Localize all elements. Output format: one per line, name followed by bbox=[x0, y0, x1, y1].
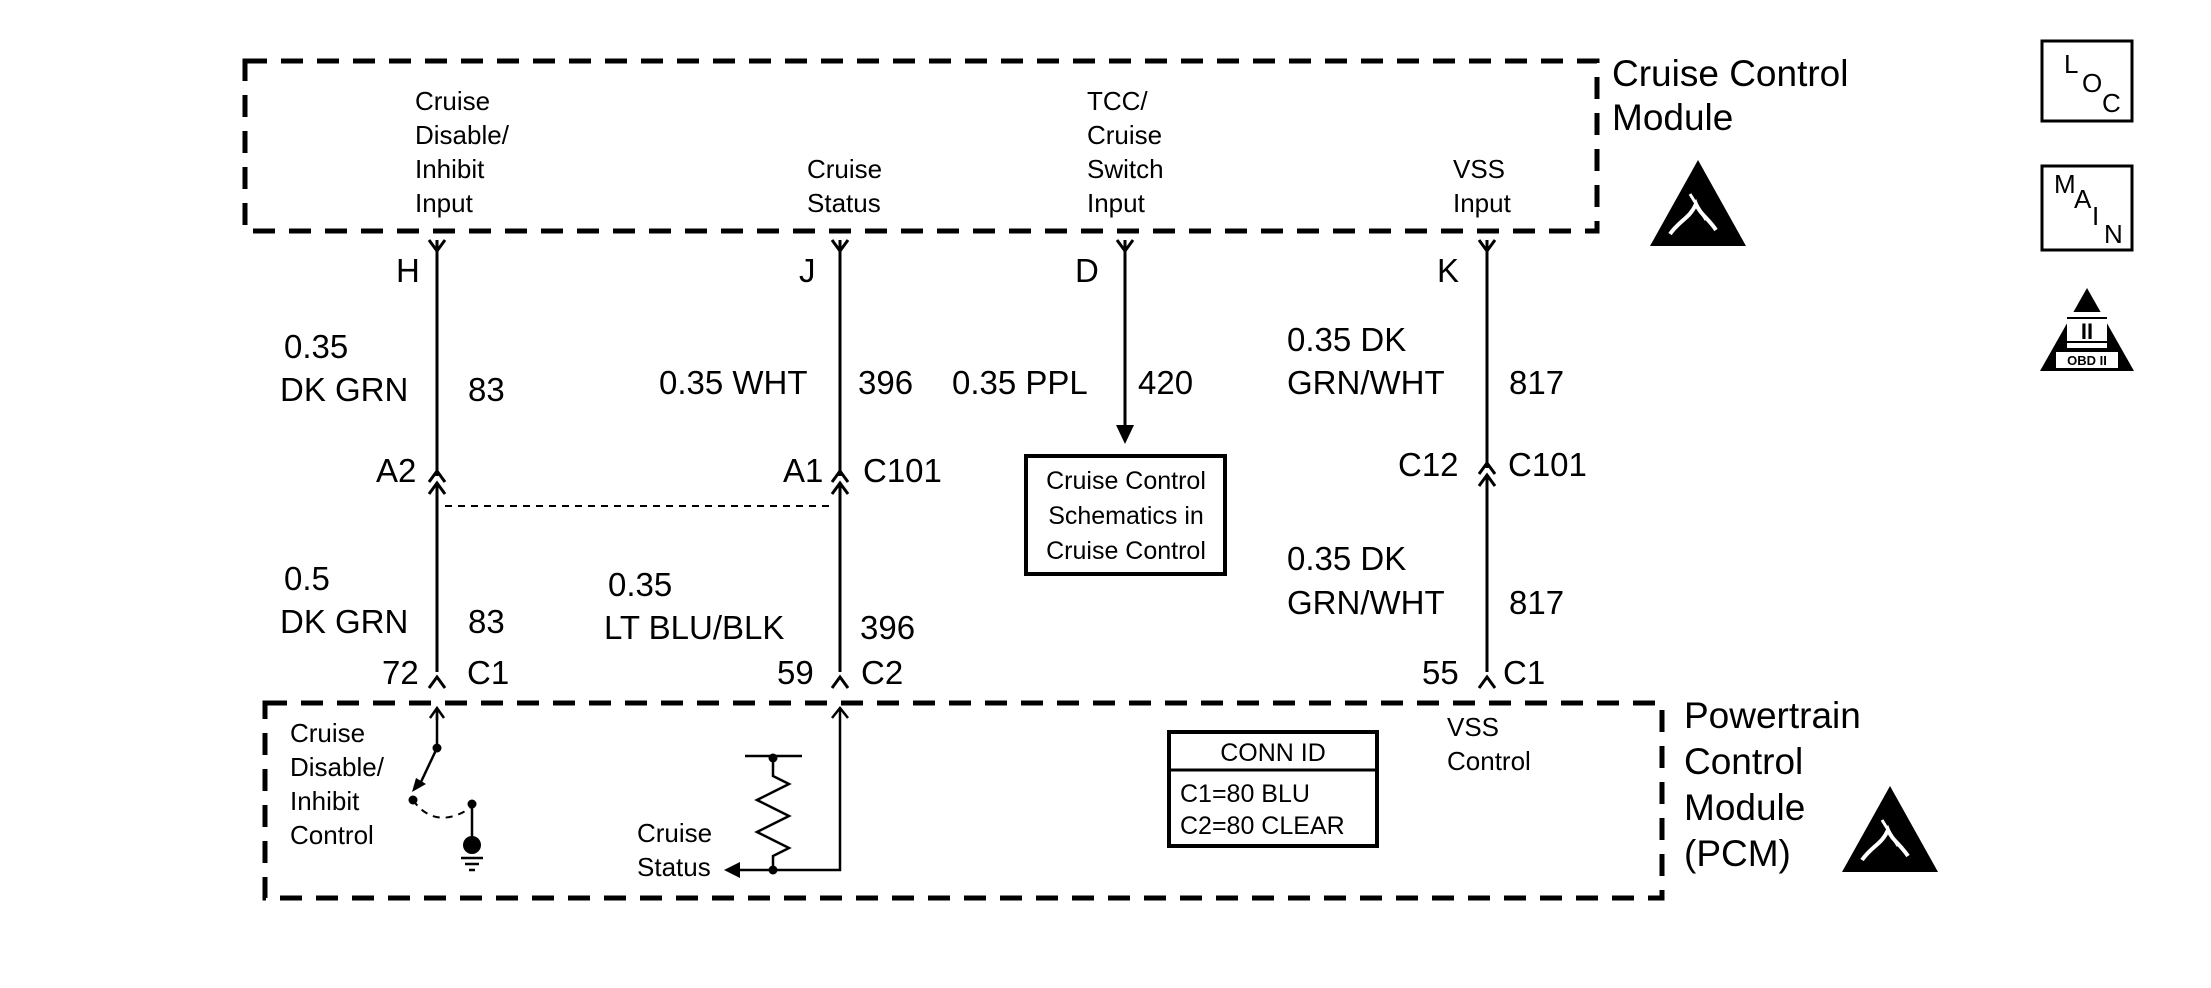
tcc-wire: 0.35 PPL bbox=[952, 364, 1088, 401]
svg-text:Cruise: Cruise bbox=[1087, 120, 1162, 150]
disable-switch bbox=[408, 705, 477, 838]
circuit-396-status bbox=[830, 239, 850, 689]
svg-text:VSS: VSS bbox=[1453, 154, 1505, 184]
conn-id-header: CONN ID bbox=[1220, 739, 1326, 767]
vss-pcm-connector: C1 bbox=[1503, 654, 1545, 691]
disable-pcm-connector: C1 bbox=[467, 654, 509, 691]
conn-id-table: CONN ID C1=80 BLU C2=80 CLEAR bbox=[1167, 730, 1379, 848]
svg-text:Inhibit: Inhibit bbox=[415, 154, 485, 184]
pcm-box bbox=[262, 700, 1665, 901]
reference-line3: Cruise Control bbox=[1046, 537, 1206, 565]
tcc-input-label: TCC/ Cruise Switch Input bbox=[1087, 86, 1164, 218]
status-inline-pin: A1 bbox=[783, 452, 823, 489]
svg-text:L: L bbox=[2064, 49, 2078, 79]
disable-inline-pin: A2 bbox=[376, 452, 416, 489]
loc-icon[interactable]: L O C bbox=[2040, 39, 2134, 123]
svg-text:M: M bbox=[2054, 169, 2076, 199]
svg-text:Powertrain: Powertrain bbox=[1684, 695, 1861, 736]
reference-line2: Schematics in bbox=[1048, 502, 1204, 530]
cruise-module-title-line2: Module bbox=[1612, 97, 1733, 138]
svg-text:O: O bbox=[2082, 68, 2102, 98]
svg-text:Input: Input bbox=[1453, 188, 1512, 218]
status-circuit: 396 bbox=[858, 364, 913, 401]
svg-text:II: II bbox=[2081, 319, 2093, 344]
ground-icon bbox=[461, 836, 483, 872]
disable-pcm-pin: 72 bbox=[382, 654, 419, 691]
vss-lower-color: GRN/WHT bbox=[1287, 584, 1445, 621]
svg-text:TCC/: TCC/ bbox=[1087, 86, 1148, 116]
cruise-control-module-box bbox=[242, 58, 1600, 234]
vss-circuit: 817 bbox=[1509, 364, 1564, 401]
svg-text:Disable/: Disable/ bbox=[415, 120, 510, 150]
status-pcm-connector: C2 bbox=[861, 654, 903, 691]
svg-text:Cruise: Cruise bbox=[807, 154, 882, 184]
status-pullup-resistor bbox=[724, 705, 849, 878]
status-lower-circuit: 396 bbox=[860, 609, 915, 646]
vss-input-label: VSS Input bbox=[1453, 154, 1512, 218]
disable-lower-color: DK GRN bbox=[280, 603, 408, 640]
circuit-420-tcc bbox=[1115, 239, 1135, 444]
status-lower-size: 0.35 bbox=[608, 566, 672, 603]
svg-text:C: C bbox=[2102, 88, 2121, 118]
disable-lower-circuit: 83 bbox=[468, 603, 505, 640]
tcc-pin-top: D bbox=[1075, 252, 1099, 289]
svg-text:Switch: Switch bbox=[1087, 154, 1164, 184]
status-pin-top: J bbox=[799, 252, 816, 289]
pcm-title: Powertrain Control Module (PCM) bbox=[1684, 695, 1861, 874]
svg-text:Status: Status bbox=[807, 188, 881, 218]
vss-inline-connector: C101 bbox=[1508, 446, 1587, 483]
cruise-module-title-line1: Cruise Control bbox=[1612, 53, 1848, 94]
svg-text:OBD II: OBD II bbox=[2067, 353, 2107, 368]
vss-upper-size: 0.35 DK bbox=[1287, 321, 1406, 358]
svg-text:(PCM): (PCM) bbox=[1684, 833, 1791, 874]
tcc-circuit: 420 bbox=[1138, 364, 1193, 401]
status-input-label: Cruise Status bbox=[807, 154, 882, 218]
disable-upper-size: 0.35 bbox=[284, 328, 348, 365]
vss-upper-color: GRN/WHT bbox=[1287, 364, 1445, 401]
circuit-83-disable bbox=[427, 239, 447, 689]
conn-id-row-c2: C2=80 CLEAR bbox=[1180, 812, 1345, 840]
reference-line1: Cruise Control bbox=[1046, 467, 1206, 495]
esd-sensitive-icon bbox=[1650, 160, 1746, 246]
svg-text:Control: Control bbox=[1684, 741, 1803, 782]
status-pcm-pin: 59 bbox=[777, 654, 814, 691]
status-inline-connector: C101 bbox=[863, 452, 942, 489]
obd-ii-icon[interactable]: II OBD II bbox=[2040, 288, 2134, 371]
vss-inline-pin: C12 bbox=[1398, 446, 1459, 483]
svg-text:Disable/: Disable/ bbox=[290, 752, 385, 782]
disable-pin-top: H bbox=[396, 252, 420, 289]
vss-pcm-pin: 55 bbox=[1422, 654, 1459, 691]
disable-input-label: Cruise Disable/ Inhibit Input bbox=[415, 86, 510, 218]
svg-text:Module: Module bbox=[1684, 787, 1805, 828]
disable-control-label: Cruise Disable/ Inhibit Control bbox=[290, 718, 385, 850]
disable-circuit: 83 bbox=[468, 371, 505, 408]
main-icon[interactable]: M A I N bbox=[2040, 164, 2134, 252]
svg-text:N: N bbox=[2104, 219, 2123, 249]
svg-text:I: I bbox=[2092, 201, 2099, 231]
circuit-817-vss bbox=[1477, 239, 1497, 689]
disable-upper-color: DK GRN bbox=[280, 371, 408, 408]
vss-control-label-line1: VSS bbox=[1447, 712, 1499, 742]
conn-id-row-c1: C1=80 BLU bbox=[1180, 780, 1310, 808]
status-upper-wire: 0.35 WHT bbox=[659, 364, 808, 401]
svg-text:Cruise: Cruise bbox=[415, 86, 490, 116]
svg-text:Input: Input bbox=[1087, 188, 1146, 218]
svg-text:Control: Control bbox=[290, 820, 374, 850]
svg-text:Input: Input bbox=[415, 188, 474, 218]
svg-text:A: A bbox=[2074, 184, 2092, 214]
svg-text:Inhibit: Inhibit bbox=[290, 786, 360, 816]
esd-sensitive-icon bbox=[1842, 786, 1938, 872]
cruise-status-label-line2: Status bbox=[637, 852, 711, 882]
vss-control-label-line2: Control bbox=[1447, 746, 1531, 776]
status-lower-color: LT BLU/BLK bbox=[604, 609, 784, 646]
vss-lower-circuit: 817 bbox=[1509, 584, 1564, 621]
vss-pin-top: K bbox=[1437, 252, 1459, 289]
cruise-status-label-line1: Cruise bbox=[637, 818, 712, 848]
disable-lower-size: 0.5 bbox=[284, 560, 330, 597]
vss-lower-size: 0.35 DK bbox=[1287, 540, 1406, 577]
cruise-control-reference-box bbox=[1024, 454, 1227, 576]
svg-text:Cruise: Cruise bbox=[290, 718, 365, 748]
